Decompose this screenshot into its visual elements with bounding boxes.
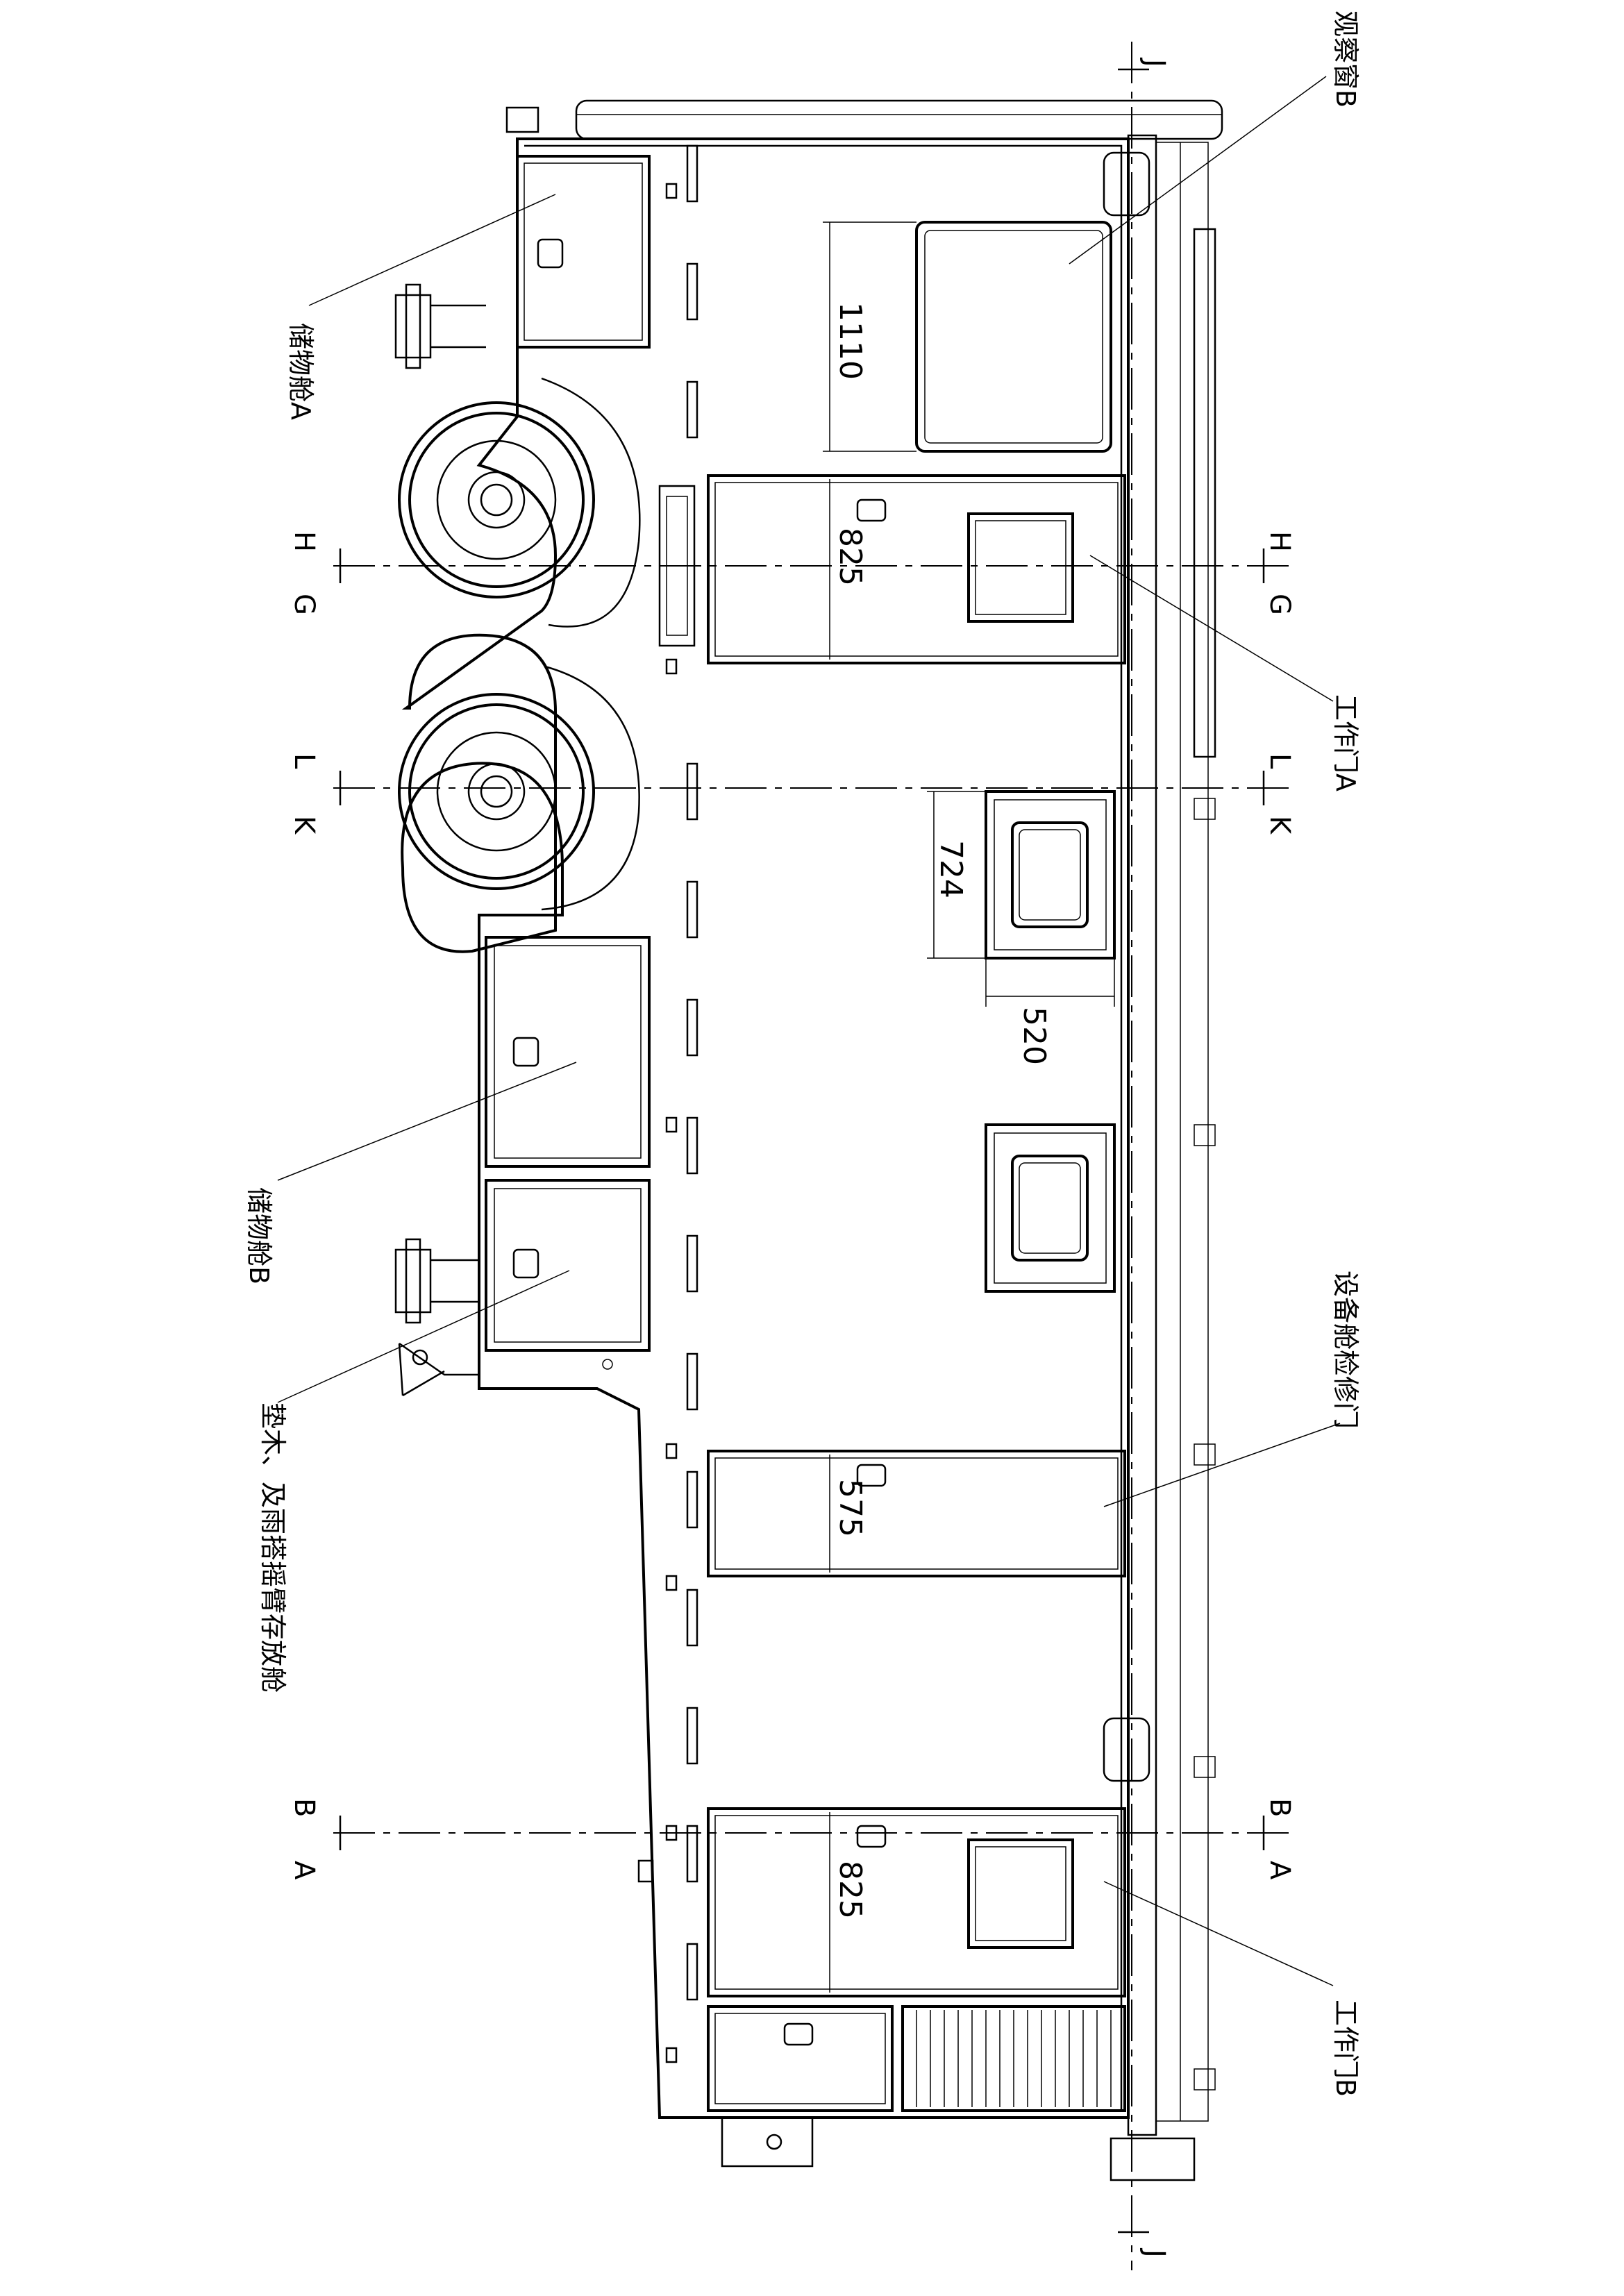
label-equipment-door: 设备舱检修门	[1330, 1271, 1361, 1429]
roof-hatch-bottom	[1103, 1717, 1150, 1782]
bottom-storage-box	[707, 2005, 894, 2112]
support-jack-b	[394, 1238, 479, 1397]
equipment-hatch-2	[985, 1123, 1116, 1293]
dimension-hatch-height: 724	[933, 840, 969, 898]
dimension-equip-door-width: 575	[832, 1479, 868, 1537]
dimension-door-a-width: 825	[832, 528, 868, 586]
storage-compartment-a	[516, 155, 651, 349]
section-label-l-right: L	[1264, 753, 1296, 769]
observation-window-b	[915, 221, 1112, 453]
trailer-body-outline	[401, 99, 1223, 2181]
dimension-door-b-width: 825	[832, 1861, 868, 1919]
section-label-b-right: B	[1264, 1798, 1296, 1817]
label-work-door-b: 工作门B	[1330, 2000, 1361, 2097]
label-work-door-a: 工作门A	[1330, 694, 1361, 791]
section-lines	[333, 42, 1291, 2270]
dimension-hatch-width: 520	[1016, 1007, 1052, 1065]
section-label-l-left: L	[288, 753, 320, 769]
roof-hatch-top	[1103, 151, 1150, 217]
label-storage-b: 储物舱B	[244, 1187, 274, 1284]
label-pad-storage: 垫木、及雨搭摇臂存放舱	[258, 1402, 288, 1693]
section-label-k-left: K	[288, 816, 320, 835]
storage-compartment-b	[485, 936, 651, 1370]
label-observation-window-b: 观察窗B	[1330, 10, 1361, 108]
dimension-lines	[823, 221, 1115, 1993]
section-label-k-right: K	[1264, 816, 1296, 835]
work-door-b	[707, 1807, 1126, 1997]
section-label-j-top: J	[1139, 57, 1171, 67]
support-jack-a	[394, 283, 486, 369]
section-label-g-right: G	[1264, 594, 1296, 615]
section-arrows	[339, 68, 1265, 2234]
equipment-hatch-1	[985, 790, 1116, 960]
section-label-b-left: B	[288, 1798, 320, 1817]
fender-arcs	[541, 377, 641, 911]
work-door-a	[707, 474, 1126, 664]
label-storage-a: 储物舱A	[285, 323, 316, 420]
section-label-h-right: H	[1264, 531, 1296, 552]
wheel-front	[398, 401, 595, 598]
section-label-g-left: G	[288, 594, 320, 615]
ventilation-louver	[901, 2005, 1126, 2112]
section-label-a-left: A	[288, 1861, 320, 1880]
equipment-inspection-door	[707, 1450, 1126, 1577]
leader-lines	[277, 76, 1341, 1986]
wheel-rear	[398, 693, 595, 890]
section-label-j-bottom: J	[1139, 2247, 1171, 2258]
dimension-window-height: 1110	[832, 302, 868, 380]
section-label-a-right: A	[1264, 1861, 1296, 1880]
section-label-h-left: H	[288, 531, 320, 552]
